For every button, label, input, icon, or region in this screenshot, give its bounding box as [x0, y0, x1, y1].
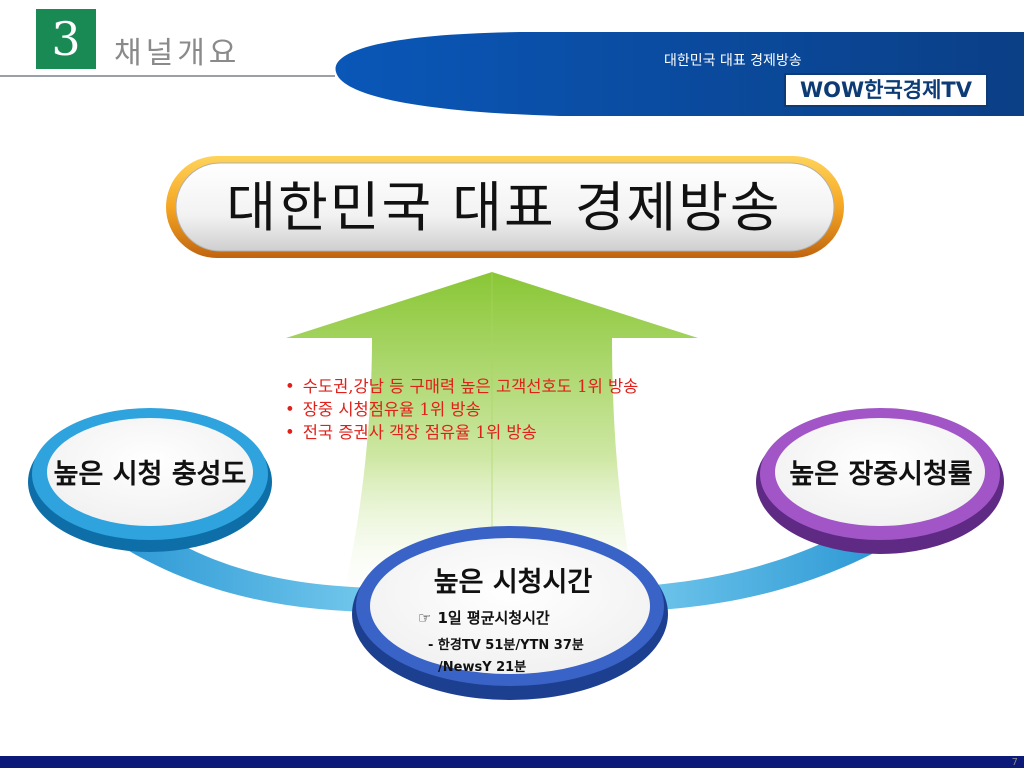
section-number: 3	[36, 9, 96, 69]
center-circle-inner	[370, 538, 650, 674]
banner-text: 대한민국 대표 경제방송	[664, 53, 802, 69]
bullet-list: 수도권,강남 등 구매력 높은 고객선호도 1위 방송 장중 시청점유율 1위 …	[285, 375, 639, 444]
bullet-item: 수도권,강남 등 구매력 높은 고객선호도 1위 방송	[285, 375, 639, 398]
section-title: 채널개요	[114, 36, 241, 71]
title-pill	[175, 162, 835, 252]
connector-swoosh	[70, 495, 930, 613]
right-circle-inner	[775, 418, 985, 526]
center-circle-label: 높은 시청시간	[433, 567, 593, 598]
footer-bar	[0, 756, 1024, 768]
left-circle-inner	[47, 418, 253, 526]
right-circle-label: 높은 장중시청률	[789, 459, 973, 490]
center-detail-line-2: /NewsY 21분	[438, 660, 527, 675]
pointing-hand-icon: ☞	[418, 609, 432, 627]
logo: WOW한국경제TV	[784, 73, 988, 107]
page-number: 7	[1011, 757, 1018, 768]
left-circle-label: 높은 시청 충성도	[53, 459, 247, 490]
center-detail-line-1: - 한경TV 51분/YTN 37분	[428, 638, 584, 653]
bullet-item: 전국 증권사 객장 점유율 1위 방송	[285, 421, 638, 444]
main-title: 대한민국 대표 경제방송	[226, 176, 782, 239]
bullet-item: 장중 시청점유율 1위 방송	[285, 398, 638, 421]
center-sub-label: 1일 평균시청시간	[437, 609, 550, 627]
center-sub-line: ☞ 1일 평균시청시간	[418, 607, 550, 628]
